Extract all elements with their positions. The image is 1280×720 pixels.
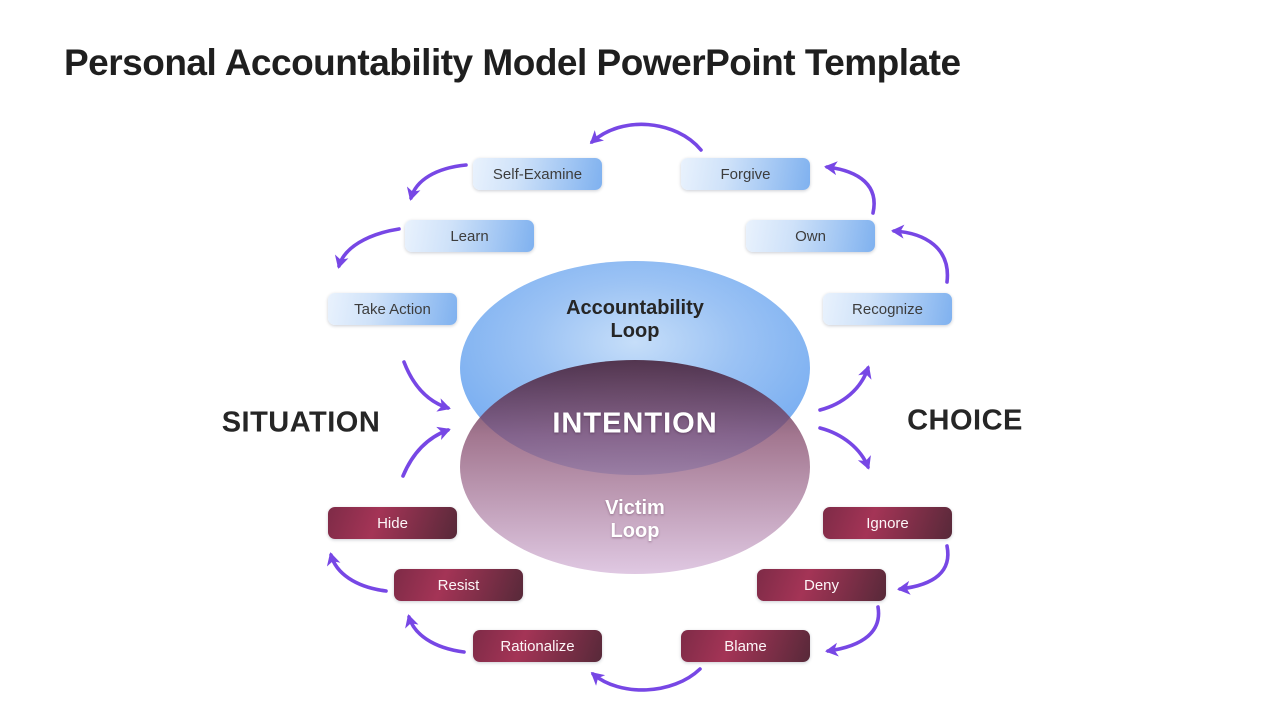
accountability-loop-label: Accountability Loop xyxy=(566,297,704,342)
arrow-choice-to-ignore-icon xyxy=(818,426,871,470)
arrow-self-examine-to-learn-icon xyxy=(406,163,468,201)
step-box-ignore: Ignore xyxy=(823,507,952,539)
arrow-deny-to-blame-icon xyxy=(825,605,881,657)
arrow-hide-to-intention-icon xyxy=(401,426,451,478)
arrow-ignore-to-deny-icon xyxy=(897,544,950,595)
arrow-recognize-to-own-icon xyxy=(891,224,950,284)
arrow-rationalize-to-resist-icon xyxy=(405,614,466,654)
intention-label: INTENTION xyxy=(552,407,718,440)
step-box-forgive: Forgive xyxy=(681,158,810,190)
step-box-blame: Blame xyxy=(681,630,810,662)
step-box-rationalize: Rationalize xyxy=(473,630,602,662)
arrow-resist-to-hide-icon xyxy=(326,552,388,593)
arrow-own-to-forgive-icon xyxy=(824,161,876,215)
slide-title: Personal Accountability Model PowerPoint… xyxy=(64,42,961,83)
arrow-choice-to-recognize-icon xyxy=(818,365,872,412)
step-box-self-examine: Self-Examine xyxy=(473,158,602,190)
step-box-recognize: Recognize xyxy=(823,293,952,325)
choice-label: CHOICE xyxy=(907,404,1023,437)
arrow-forgive-to-self-examine-icon xyxy=(589,122,703,152)
arrow-blame-to-rationalize-icon xyxy=(590,667,702,692)
arrow-learn-to-take-action-icon xyxy=(334,227,401,269)
step-box-own: Own xyxy=(746,220,875,252)
step-box-learn: Learn xyxy=(405,220,534,252)
arrow-take-action-to-intention-icon xyxy=(402,360,451,412)
victim-loop-label: Victim Loop xyxy=(605,497,665,542)
victim-loop-ellipse xyxy=(460,360,810,574)
step-box-take-action: Take Action xyxy=(328,293,457,325)
step-box-resist: Resist xyxy=(394,569,523,601)
step-box-deny: Deny xyxy=(757,569,886,601)
step-box-hide: Hide xyxy=(328,507,457,539)
situation-label: SITUATION xyxy=(221,406,381,439)
